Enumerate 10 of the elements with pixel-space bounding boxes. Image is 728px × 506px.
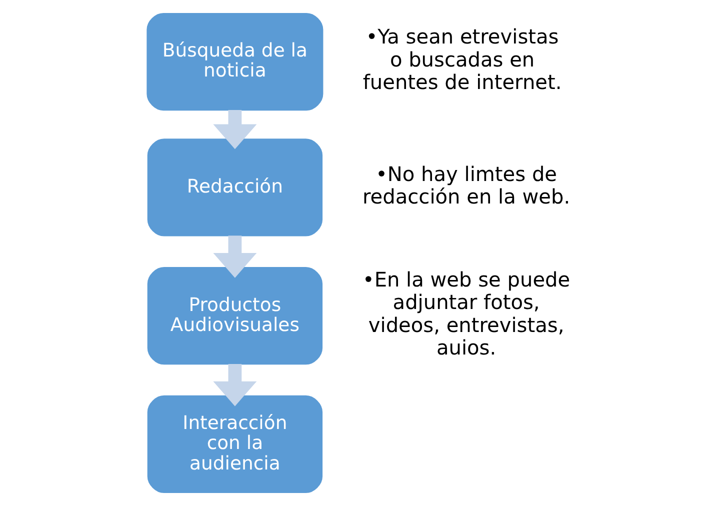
arrow — [213, 364, 257, 406]
arrow — [213, 110, 257, 150]
node-box: Interacción con la audiencia — [147, 395, 323, 494]
node-label: •Ya sean etrevistas o buscadas en fuentes de internet. — [362, 24, 562, 94]
node-box: Búsqueda de la noticia — [146, 12, 324, 111]
node-label: •No hay limtes de redacción en la web. — [362, 162, 570, 209]
node-box: Productos Audiovisuales — [147, 267, 323, 365]
node-label: •En la web se puede adjuntar fotos, videos, entrevistas, auios. — [362, 267, 570, 360]
arrow — [213, 236, 257, 278]
node-box: Redacción — [147, 138, 323, 236]
